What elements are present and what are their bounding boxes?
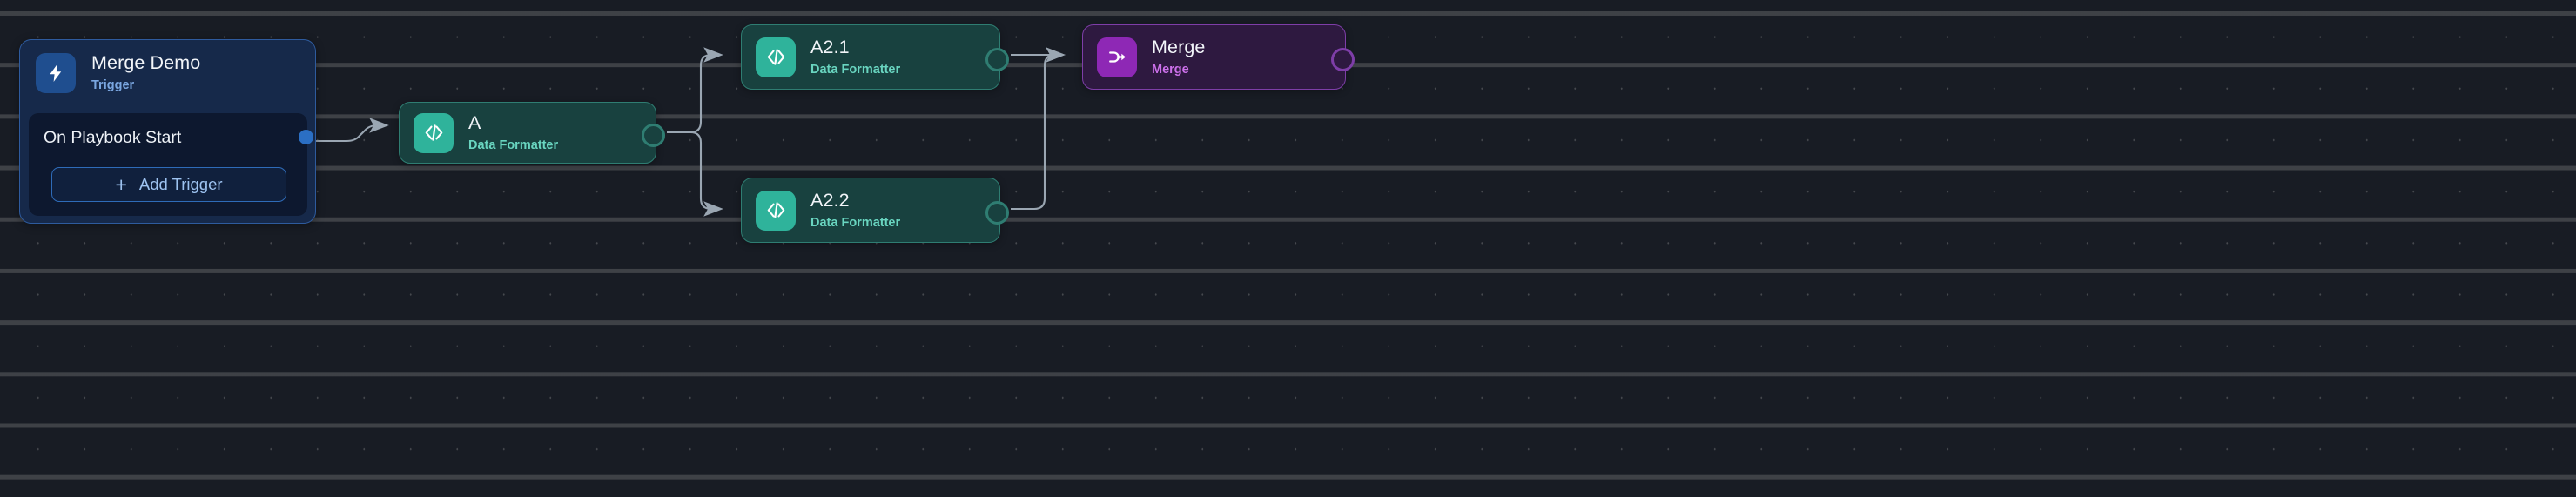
action-node-title: A2.2 bbox=[810, 189, 850, 211]
action-node-subtitle: Data Formatter bbox=[468, 138, 559, 152]
merge-node-subtitle: Merge bbox=[1152, 62, 1189, 77]
action-node-title: A bbox=[468, 111, 481, 133]
edge-a-to-a21 bbox=[667, 47, 723, 134]
node-output-port[interactable] bbox=[1330, 48, 1355, 71]
code-brackets-icon bbox=[414, 112, 454, 153]
trigger-node-title: Merge Demo bbox=[91, 52, 201, 73]
action-node-a22[interactable]: A2.2 Data Formatter bbox=[741, 178, 1009, 243]
plus-icon: + bbox=[115, 172, 127, 196]
add-trigger-label: Add Trigger bbox=[138, 175, 223, 193]
code-brackets-icon bbox=[756, 190, 796, 231]
node-output-port[interactable] bbox=[985, 48, 1009, 71]
trigger-item-label: On Playbook Start bbox=[44, 128, 182, 147]
trigger-node-subtitle: Trigger bbox=[91, 78, 135, 92]
trigger-output-port[interactable] bbox=[299, 130, 313, 144]
action-node-subtitle: Data Formatter bbox=[810, 62, 901, 77]
edge-a22-to-merge bbox=[1011, 47, 1066, 211]
trigger-item-on-playbook-start[interactable]: On Playbook Start bbox=[29, 113, 313, 148]
action-node-subtitle: Data Formatter bbox=[810, 215, 901, 230]
trigger-list-panel: On Playbook Start + Add Trigger bbox=[29, 113, 313, 216]
node-output-port[interactable] bbox=[641, 124, 665, 147]
action-node-title: A2.1 bbox=[810, 36, 850, 57]
merge-node-title: Merge bbox=[1152, 36, 1206, 57]
trigger-node[interactable]: Merge Demo Trigger On Playbook Start + A… bbox=[19, 39, 316, 224]
merge-arrow-icon bbox=[1097, 37, 1137, 77]
lightning-bolt-icon bbox=[36, 53, 76, 93]
add-trigger-button[interactable]: + Add Trigger bbox=[51, 167, 286, 202]
node-output-port[interactable] bbox=[985, 201, 1009, 225]
merge-node[interactable]: Merge Merge bbox=[1082, 24, 1355, 90]
action-node-a21[interactable]: A2.1 Data Formatter bbox=[741, 24, 1009, 90]
trigger-node-header: Merge Demo Trigger bbox=[20, 40, 315, 94]
code-brackets-icon bbox=[756, 37, 796, 77]
action-node-a[interactable]: A Data Formatter bbox=[399, 102, 665, 164]
edge-a-to-a22 bbox=[667, 131, 723, 217]
